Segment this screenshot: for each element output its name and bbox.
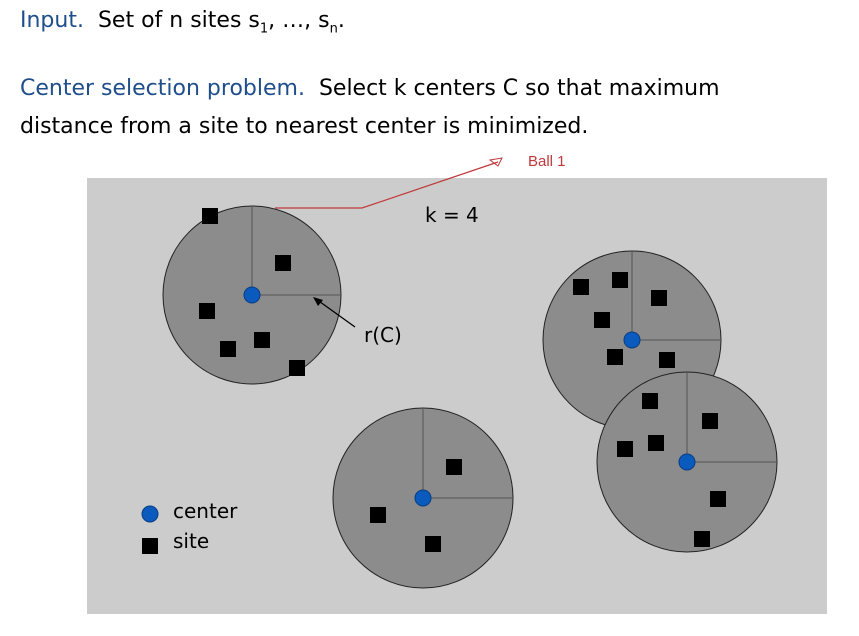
- site-marker: [289, 360, 305, 376]
- legend-center-icon: [141, 505, 159, 523]
- site-marker: [425, 536, 441, 552]
- input-label: Input.: [20, 8, 84, 33]
- radius-label: r(C): [364, 323, 402, 347]
- site-marker: [202, 208, 218, 224]
- legend-site-label: site: [173, 529, 209, 553]
- site-marker: [612, 272, 628, 288]
- site-marker: [648, 435, 664, 451]
- site-marker: [702, 413, 718, 429]
- site-marker: [220, 341, 236, 357]
- legend-site-icon: [142, 538, 158, 554]
- site-marker: [659, 352, 675, 368]
- site-marker: [642, 393, 658, 409]
- annotation-arrowhead-icon: [488, 157, 503, 167]
- site-marker: [275, 255, 291, 271]
- site-marker: [694, 531, 710, 547]
- ball-annotation-line: [275, 161, 499, 209]
- site-marker: [199, 303, 215, 319]
- center-marker: [414, 489, 432, 507]
- problem-statement: Center selection problem. Select k cente…: [20, 76, 720, 101]
- site-marker: [651, 290, 667, 306]
- problem-label: Center selection problem.: [20, 76, 305, 101]
- site-marker: [607, 349, 623, 365]
- arrowhead-icon: [313, 297, 323, 306]
- site-marker: [594, 312, 610, 328]
- site-marker: [446, 459, 462, 475]
- input-statement: Input. Set of n sites s1, …, sn.: [20, 8, 345, 37]
- legend-center-label: center: [173, 499, 238, 523]
- center-marker: [623, 331, 641, 349]
- site-marker: [573, 279, 589, 295]
- center-marker: [678, 453, 696, 471]
- site-marker: [617, 441, 633, 457]
- center-marker: [243, 286, 261, 304]
- radius-pointer-arrow: [315, 298, 356, 328]
- site-marker: [370, 507, 386, 523]
- ball-label: Ball 1: [528, 153, 566, 170]
- k-label: k = 4: [425, 203, 479, 227]
- problem-statement-cont: distance from a site to nearest center i…: [20, 114, 589, 139]
- site-marker: [254, 332, 270, 348]
- site-marker: [710, 491, 726, 507]
